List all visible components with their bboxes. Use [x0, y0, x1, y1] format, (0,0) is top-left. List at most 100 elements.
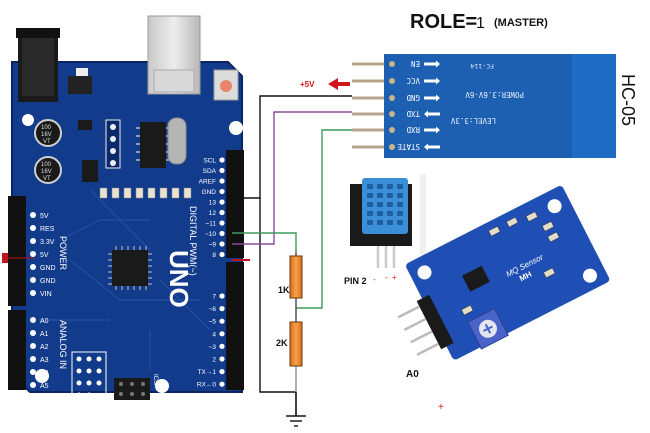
smd-transistor [78, 120, 92, 130]
mq-pcb [406, 186, 610, 360]
hc05-pin-label: TXD [406, 109, 420, 118]
usb-interface-chip [140, 122, 166, 168]
role-title: ROLE= 1 (MASTER) [410, 11, 548, 33]
digital-pin [219, 293, 225, 299]
hc05-pin-label: RXD [406, 125, 420, 134]
mq-pins [397, 305, 440, 356]
dht-pins [376, 246, 396, 268]
mq-plus-label: + [438, 402, 444, 413]
power-header-title: POWER [58, 236, 68, 271]
usb-b-port [147, 15, 201, 95]
dht-pin-label: PIN 2 [344, 276, 367, 286]
hc05-pin-label: GND [406, 93, 420, 102]
dht-minus-label: - [385, 273, 388, 282]
dht-vent [377, 202, 383, 207]
digital-pin-label: ~11 [205, 221, 216, 228]
dht-vent [397, 211, 403, 216]
wire-d10-to-txd [232, 111, 352, 245]
power-pin-label: VIN [40, 291, 52, 298]
voltage-regulator [68, 76, 92, 94]
dht-vents [367, 184, 403, 225]
dht-vent [367, 211, 373, 216]
power-pin [30, 238, 36, 244]
mounting-hole [547, 199, 562, 214]
hc05-pin-label: STATE [397, 142, 420, 151]
dht-pin-dash: - [373, 275, 376, 284]
hc05-level-text: LEVEL:3.3V [450, 116, 496, 125]
dht-vent [377, 193, 383, 198]
digital-pin [219, 241, 225, 247]
wire-divider-to-rxd [296, 129, 352, 309]
mounting-hole [155, 379, 169, 393]
digital-pin-label: SDA [203, 168, 217, 175]
dht-vent [387, 220, 393, 225]
digital-pin-label: SCL [203, 158, 216, 165]
dht-vent [397, 202, 403, 207]
hc05-pin-pad [389, 144, 395, 150]
resistor-2k: 2K [276, 321, 303, 367]
resistor-2k-label: 2K [276, 338, 288, 348]
wire-gnd-to-hc05 [232, 95, 352, 199]
digital-pin-label: 7 [212, 294, 216, 301]
digital-pin [219, 199, 225, 205]
mq-pin-label: A0 [406, 369, 419, 380]
dht-vent [377, 220, 383, 225]
dht-vent [387, 184, 393, 189]
svg-text:VT: VT [43, 176, 51, 182]
arrow-left-icon [424, 143, 440, 151]
mounting-hole [22, 114, 34, 126]
digital-pin [219, 209, 225, 216]
digital-pin [219, 369, 225, 375]
mounting-hole [417, 265, 432, 280]
electrolytic-capacitor: 100 16V VT [34, 156, 62, 184]
dht-vent [387, 193, 393, 198]
dht-sensor-module: PIN 2 - - + [344, 178, 412, 286]
analog-pin-label: A1 [40, 331, 49, 338]
dht-vent [397, 193, 403, 198]
digital-pin [219, 251, 225, 258]
dht-vent [367, 220, 373, 225]
power-pin-label: GND [40, 278, 56, 285]
digital-pin [219, 167, 225, 174]
analog-header-block [71, 351, 107, 403]
analog-pin-label: A5 [40, 383, 49, 390]
analog-pin [30, 330, 36, 336]
dht-vent [397, 220, 403, 225]
power-pin [30, 251, 36, 257]
arrow-left-icon [424, 110, 440, 118]
digital-pin-label: 4 [212, 331, 216, 338]
hc05-pin-label: VCC [406, 76, 420, 85]
digital-pin-label: ~3 [209, 344, 217, 351]
arrow-left-icon [328, 78, 350, 90]
supply-label: +5V [300, 80, 315, 89]
digital-pin-label: 8 [212, 252, 216, 259]
arrow-right-icon [424, 94, 440, 102]
arrow-right-icon [424, 60, 440, 68]
power-pin-label: 3.3V [40, 239, 55, 246]
reset-button [213, 69, 239, 101]
hc05-part-text: FC-114 [470, 62, 494, 70]
background-panel-edge [420, 174, 426, 270]
analog-header-title: ANALOG IN [58, 320, 68, 369]
analog-pin [30, 356, 36, 362]
digital-pin [219, 230, 225, 237]
mq-gas-sensor-module: MQ Sensor MH [397, 186, 610, 360]
wire-5v-terminal [2, 253, 8, 263]
power-pin-label: 5V [40, 213, 49, 220]
regulator-tab [76, 68, 88, 76]
role-mode: (MASTER) [494, 17, 548, 29]
dht-vent [397, 184, 403, 189]
power-pin [30, 225, 36, 231]
dht-vent [367, 184, 373, 189]
digital-pin-label: RX←0 [197, 382, 217, 389]
supply-arrow: +5V [300, 78, 350, 90]
hc05-antenna [572, 54, 616, 158]
dht-vent [367, 193, 373, 198]
power-pin-label: RES [40, 226, 55, 233]
hc05-pin-pad [389, 61, 395, 67]
arrow-right-icon [424, 126, 440, 134]
digital-pin [219, 331, 225, 337]
